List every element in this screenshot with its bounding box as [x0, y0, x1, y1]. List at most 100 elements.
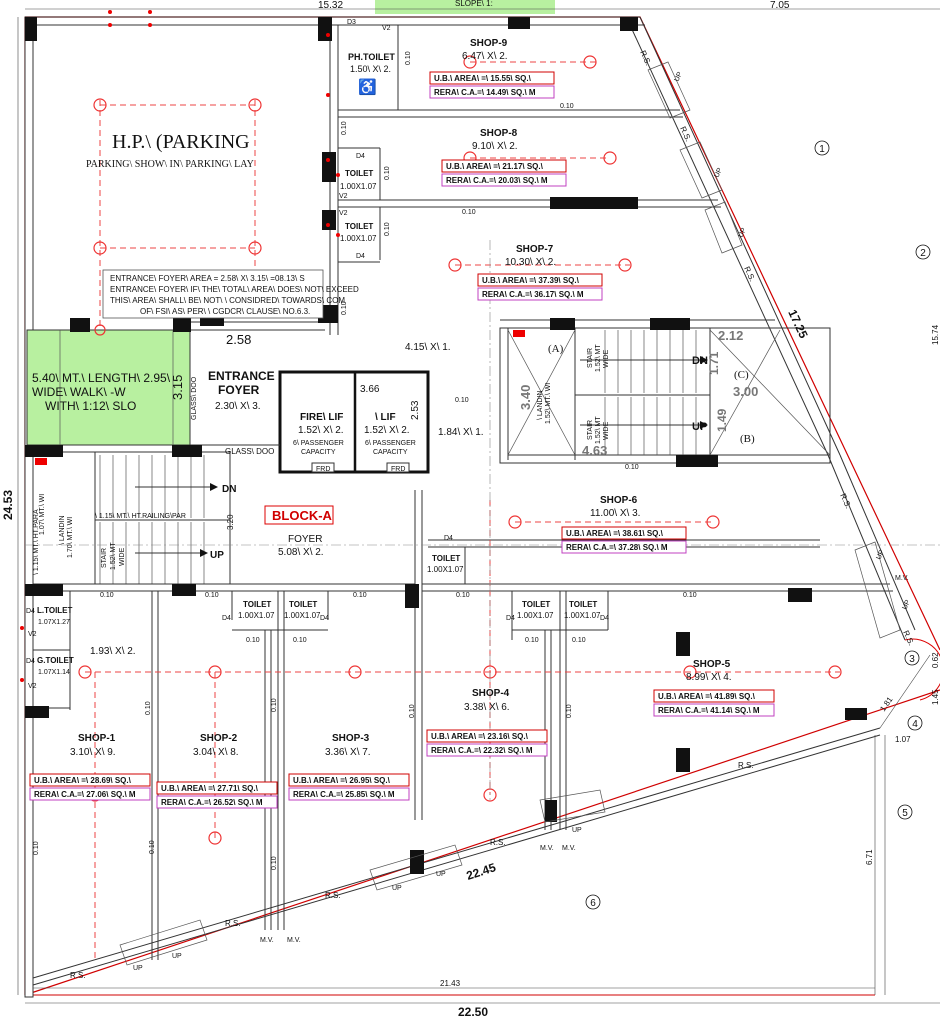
slope-strip	[375, 0, 555, 14]
svg-text:R.S.: R.S.	[490, 838, 506, 847]
shop-6-rera: RERA\ C.A.=\ 37.28\ SQ.\ M	[566, 543, 668, 552]
ph-toilet-title: PH.TOILET	[348, 52, 395, 62]
stair-right-landing: \ LANDIN	[537, 390, 544, 420]
fire-equipment-icon	[513, 330, 525, 337]
tag-v2-l: V2	[28, 631, 37, 638]
stair-right-label-b2: 1.52\ MT	[595, 416, 602, 444]
tag-d4-g: D4	[26, 658, 35, 665]
svg-text:0.10: 0.10	[100, 592, 114, 599]
block-foyer-title: FOYER	[288, 534, 322, 545]
circle-label-6: 6	[590, 898, 596, 909]
shop-1-rera: RERA\ C.A.=\ 27.06\ SQ.\ M	[34, 790, 136, 799]
tag-d4-2: D4	[222, 615, 231, 622]
lift-frd: FRD	[391, 466, 405, 473]
svg-text:0.10: 0.10	[353, 592, 367, 599]
road-side-labels: R.S. R.S. R.S. R.S. R.S. R.S. R.S. R.S. …	[70, 49, 916, 980]
foyer-size: 2.30\ X\ 3.	[215, 401, 261, 412]
stair-right-340: 3.40	[518, 385, 533, 410]
stair-right-label-b3: WIDE	[603, 421, 610, 440]
svg-text:0.10: 0.10	[205, 592, 219, 599]
note-line-2: ENTRANCE\ FOYER\ IF\ THE\ TOTAL\ AREA\ D…	[110, 285, 359, 294]
shop-1-ub: U.B.\ AREA\ =\ 28.69\ SQ.\	[34, 776, 132, 785]
lift-dim-side: 2.53	[410, 400, 421, 420]
shop-2-size: 3.04\ X\ 8.	[193, 747, 239, 758]
shop-8-size: 9.10\ X\ 2.	[472, 141, 518, 152]
svg-text:UP: UP	[172, 953, 182, 960]
glass-door-2: GLASS\ DOO	[225, 447, 274, 456]
tag-v2-7: V2	[339, 210, 348, 217]
ramp-line-2: WIDE\ WALK\ -W	[32, 385, 126, 399]
shop-5-rera: RERA\ C.A.=\ 41.14\ SQ.\ M	[658, 706, 760, 715]
block-title-box	[264, 505, 334, 525]
svg-text:0.10: 0.10	[384, 222, 391, 236]
toilet-8-title: TOILET	[345, 169, 373, 178]
tag-v2-g: V2	[28, 683, 37, 690]
shop-2-rera: RERA\ C.A.=\ 26.52\ SQ.\ M	[161, 798, 263, 807]
svg-text:0.10: 0.10	[271, 698, 278, 712]
circle-label-5: 5	[902, 808, 908, 819]
fire-lift-frd: FRD	[316, 466, 330, 473]
foyer-title-1: ENTRANCE	[208, 369, 275, 383]
stair-right-212: 2.12	[718, 328, 743, 343]
dim-right-671: 6.71	[865, 849, 874, 865]
stair-left-dn: DN	[222, 484, 236, 495]
tag-d4-5: D4	[600, 615, 609, 622]
svg-text:0.10: 0.10	[409, 704, 416, 718]
shop-7-ub: U.B.\ AREA\ =\ 37.39\ SQ.\	[482, 276, 580, 285]
dim-bottom-diag: 22.45	[465, 860, 498, 883]
foyer-dim-height: 3.15	[170, 375, 185, 400]
foyer-title-2: FOYER	[218, 383, 260, 397]
stair-right-a: (A)	[548, 343, 564, 355]
shop-8: SHOP-8 9.10\ X\ 2. U.B.\ AREA\ =\ 21.17\…	[441, 128, 567, 187]
svg-text:0.10: 0.10	[384, 166, 391, 180]
shop-2: SHOP-2 3.04\ X\ 8. U.B.\ AREA\ =\ 27.71\…	[156, 733, 278, 809]
shop-4: SHOP-4 3.38\ X\ 6. U.B.\ AREA\ =\ 23.16\…	[426, 688, 548, 757]
shop-6: SHOP-6 11.00\ X\ 3. U.B.\ AREA\ =\ 38.61…	[561, 495, 687, 554]
toilet-7-size: 1.00X1.07	[340, 234, 377, 243]
toilet-6-size: 1.00X1.07	[427, 565, 464, 574]
shop-7-rera: RERA\ C.A.=\ 36.17\ SQ.\ M	[482, 290, 584, 299]
svg-text:UP: UP	[572, 827, 582, 834]
toilet-3-title: TOILET	[289, 600, 317, 609]
svg-text:R.S.: R.S.	[838, 492, 853, 510]
note-line-3: THIS\ AREA\ SHALL\ BE\ NOT\ \ CONSIDRED\…	[110, 296, 345, 305]
svg-text:0.10: 0.10	[149, 840, 156, 854]
shop-8-rera: RERA\ C.A.=\ 20.03\ SQ.\ M	[446, 176, 548, 185]
circle-label-4: 4	[912, 719, 918, 730]
svg-text:UP: UP	[392, 885, 402, 892]
svg-text:0.10: 0.10	[683, 592, 697, 599]
shop-3: SHOP-3 3.36\ X\ 7. U.B.\ AREA\ =\ 26.95\…	[288, 733, 410, 801]
stair-left-landing-2: 1.70\ MT.\ WI	[67, 517, 74, 558]
slope-label: SLOPE\ 1:	[455, 0, 493, 8]
svg-text:0.10: 0.10	[625, 464, 639, 471]
foyer-note-box	[102, 269, 324, 319]
stair-right-label: STAIR	[587, 348, 594, 368]
shop-4-size: 3.38\ X\ 6.	[464, 702, 510, 713]
svg-text:M.V.: M.V.	[540, 845, 554, 852]
toilet-4-title: TOILET	[522, 600, 550, 609]
tag-d3: D3	[347, 19, 356, 26]
shop1-room-size: 1.93\ X\ 2.	[90, 646, 136, 657]
svg-text:M.V.: M.V.	[895, 575, 909, 582]
svg-text:0.10: 0.10	[271, 856, 278, 870]
shop-8-name: SHOP-8	[480, 128, 518, 139]
plot-boundary-bottom	[24, 689, 940, 996]
svg-text:UP: UP	[713, 167, 724, 179]
shop-9-name: SHOP-9	[470, 38, 508, 49]
g-toilet-size: 1.07X1.14	[38, 669, 70, 676]
svg-text:0.10: 0.10	[341, 121, 348, 135]
svg-text:R.S.: R.S.	[738, 761, 754, 770]
stair-right-171: 1.71	[707, 351, 721, 375]
tag-d4-3: D4	[320, 615, 329, 622]
svg-text:0.10: 0.10	[455, 397, 469, 404]
stair-right-300: 3.00	[733, 384, 758, 399]
shop-9-ub: U.B.\ AREA\ =\ 15.55\ SQ.\	[434, 74, 532, 83]
ph-toilet-size: 1.50\ X\ 2.	[350, 64, 391, 74]
shop-3-name: SHOP-3	[332, 733, 370, 744]
tag-d4-8: D4	[356, 153, 365, 160]
stair-right-463: 4.63	[582, 443, 607, 458]
shop-5-ub: U.B.\ AREA\ =\ 41.89\ SQ.\	[658, 692, 756, 701]
svg-text:UP: UP	[901, 599, 912, 611]
circle-label-2: 2	[920, 248, 926, 259]
